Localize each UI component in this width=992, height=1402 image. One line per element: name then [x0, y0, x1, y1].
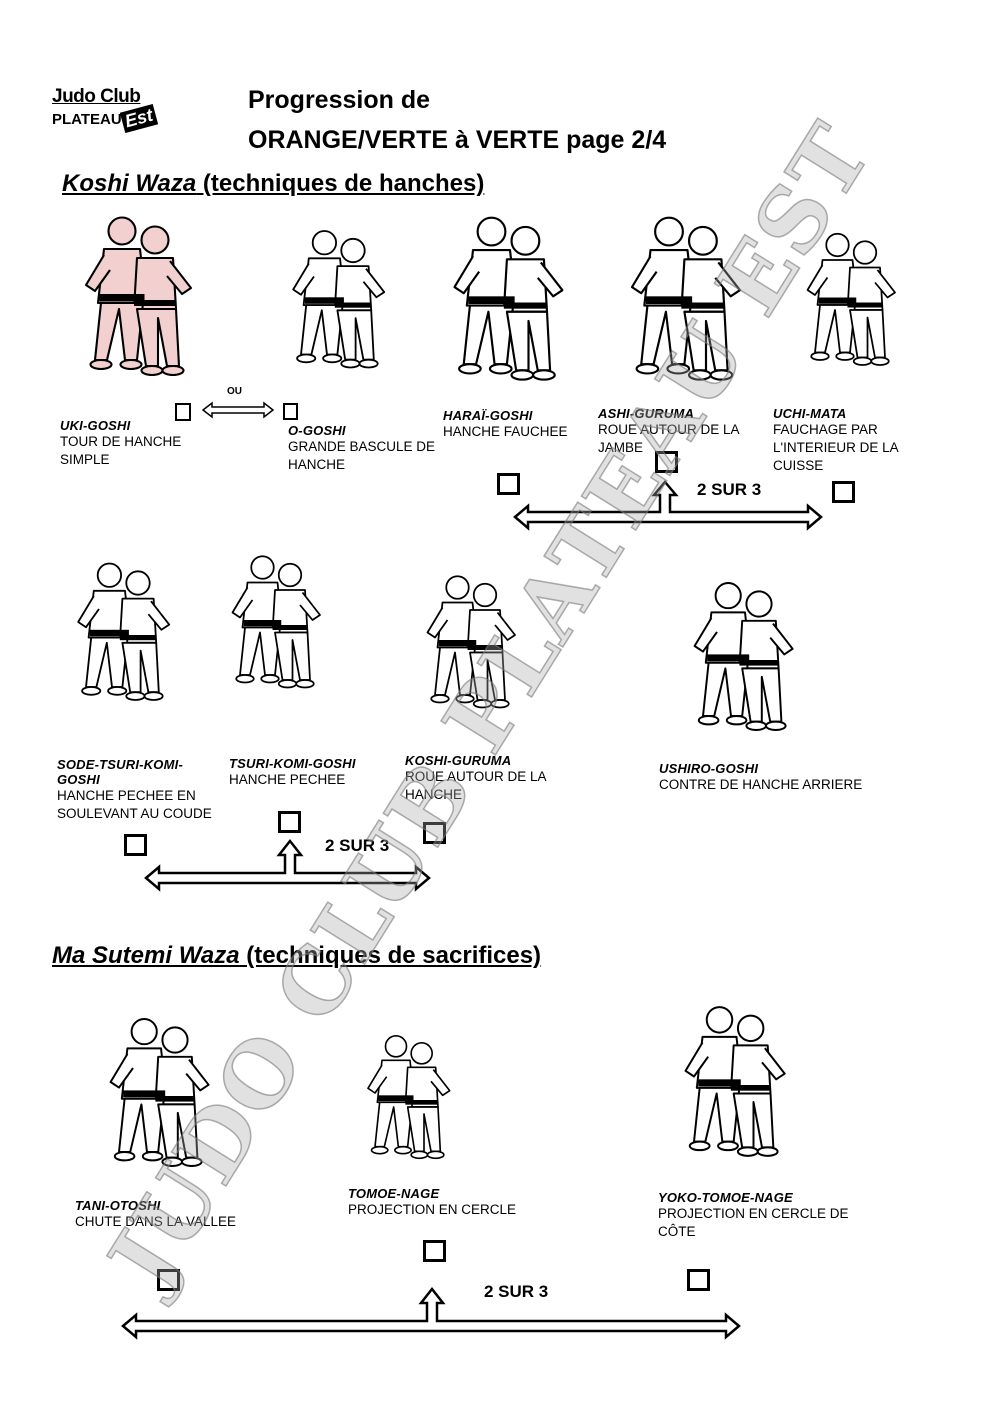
group-arrow-sutemi	[121, 1286, 741, 1340]
technique-name: USHIRO-GOSHI	[659, 761, 759, 776]
group-arrow-koshi-2	[144, 838, 431, 892]
technique-desc: ROUE AUTOUR DE LA JAMBE	[598, 422, 739, 455]
technique-name: SODE-TSURI-KOMI-GOSHI	[57, 757, 183, 787]
or-label: OU	[227, 386, 242, 397]
technique-name: ASHI-GURUMA	[598, 406, 695, 421]
section-heading-koshi-waza: Koshi Waza (techniques de hanches)	[62, 170, 484, 198]
judoka-drawing	[684, 1006, 786, 1157]
illustration-ashi-guruma	[605, 210, 770, 395]
technique-desc: HANCHE PECHEE EN SOULEVANT AU COUDE	[57, 788, 212, 821]
illustration-ushiro-goshi	[675, 575, 815, 745]
checkbox-uki-goshi[interactable]	[175, 403, 191, 421]
technique-name: TOMOE-NAGE	[348, 1186, 440, 1201]
technique-name: UKI-GOSHI	[60, 418, 131, 433]
illustration-tomoe-nage	[305, 1030, 515, 1170]
checkbox-ashi-guruma[interactable]	[655, 451, 678, 473]
judoka-drawing	[630, 216, 741, 381]
heading-main: Koshi Waza	[62, 170, 197, 197]
judoka-drawing	[806, 232, 896, 366]
club-logo: Judo Club PLATEAUEst	[52, 86, 158, 134]
judoka-drawing	[84, 216, 193, 377]
technique-desc: PROJECTION EN CERCLE DE CÔTE	[658, 1206, 849, 1239]
technique-desc: HANCHE FAUCHEE	[443, 424, 568, 439]
technique-name: KOSHI-GURUMA	[405, 753, 512, 768]
technique-desc: CHUTE DANS LA VALLEE	[75, 1214, 237, 1229]
technique-name: YOKO-TOMOE-NAGE	[658, 1190, 793, 1205]
group-label-sutemi: 2 SUR 3	[484, 1282, 549, 1301]
illustration-tani-otoshi	[72, 1012, 250, 1180]
logo-badge: Est	[119, 103, 158, 134]
technique-desc: HANCHE PECHEE	[229, 772, 346, 787]
checkbox-tani-otoshi[interactable]	[157, 1269, 180, 1291]
checkbox-koshi-guruma[interactable]	[423, 822, 446, 844]
judoka-drawing	[77, 562, 171, 701]
judoka-drawing	[109, 1018, 210, 1167]
or-double-arrow	[201, 401, 275, 419]
illustration-uki-goshi	[65, 205, 215, 395]
technique-desc: GRANDE BASCULE DE HANCHE	[288, 439, 436, 472]
checkbox-tsuri-komi-goshi[interactable]	[278, 811, 301, 833]
illustration-uchi-mata	[790, 210, 915, 395]
heading-sub: (techniques de sacrifices)	[239, 942, 542, 969]
checkbox-tomoe-nage[interactable]	[423, 1240, 446, 1262]
checkbox-uchi-mata[interactable]	[832, 481, 855, 503]
judoka-drawing	[453, 216, 564, 381]
technique-desc: TOUR DE HANCHE SIMPLE	[60, 434, 182, 467]
checkbox-o-goshi[interactable]	[283, 403, 298, 420]
checkbox-sode-tsuri-komi-goshi[interactable]	[124, 834, 147, 856]
illustration-o-goshi	[275, 210, 405, 395]
technique-name: O-GOSHI	[288, 423, 346, 438]
technique-name: TSURI-KOMI-GOSHI	[229, 756, 356, 771]
judoka-drawing	[426, 575, 516, 709]
judoka-drawing	[292, 230, 386, 369]
title-line2: ORANGE/VERTE à VERTE page 2/4	[248, 126, 667, 154]
group-label-koshi-2: 2 SUR 3	[325, 836, 390, 855]
technique-name: HARAÏ-GOSHI	[443, 408, 533, 423]
group-label-koshi-1: 2 SUR 3	[697, 480, 762, 499]
illustration-yoko-tomoe-nage	[638, 1000, 835, 1170]
title-line1: Progression de	[248, 86, 430, 114]
technique-desc: CONTRE DE HANCHE ARRIERE	[659, 777, 863, 792]
group-arrow-koshi-1	[513, 480, 823, 531]
technique-desc: PROJECTION EN CERCLE	[348, 1202, 517, 1217]
logo-line2: PLATEAU	[52, 111, 122, 128]
technique-name: UCHI-MATA	[773, 406, 847, 421]
judoka-drawing	[231, 555, 321, 689]
judoka-drawing	[367, 1035, 451, 1160]
judoka-drawing	[693, 582, 794, 731]
section-heading-ma-sutemi-waza: Ma Sutemi Waza (techniques de sacrifices…	[52, 942, 541, 970]
technique-desc: FAUCHAGE PAR L'INTERIEUR DE LA CUISSE	[773, 422, 898, 473]
technique-name: TANI-OTOSHI	[75, 1198, 161, 1213]
illustration-harai-goshi	[420, 210, 600, 395]
technique-desc: ROUE AUTOUR DE LA HANCHE	[405, 769, 546, 802]
checkbox-yoko-tomoe-nage[interactable]	[687, 1269, 710, 1291]
illustration-tsuri-komi-goshi	[215, 525, 340, 725]
illustration-koshi-guruma	[410, 540, 535, 750]
illustration-sode-tsuri-komi-goshi	[60, 520, 190, 750]
heading-main: Ma Sutemi Waza	[52, 942, 240, 969]
checkbox-harai-goshi[interactable]	[497, 473, 520, 495]
logo-line1: Judo Club	[52, 86, 141, 107]
heading-sub: (techniques de hanches)	[196, 170, 485, 197]
